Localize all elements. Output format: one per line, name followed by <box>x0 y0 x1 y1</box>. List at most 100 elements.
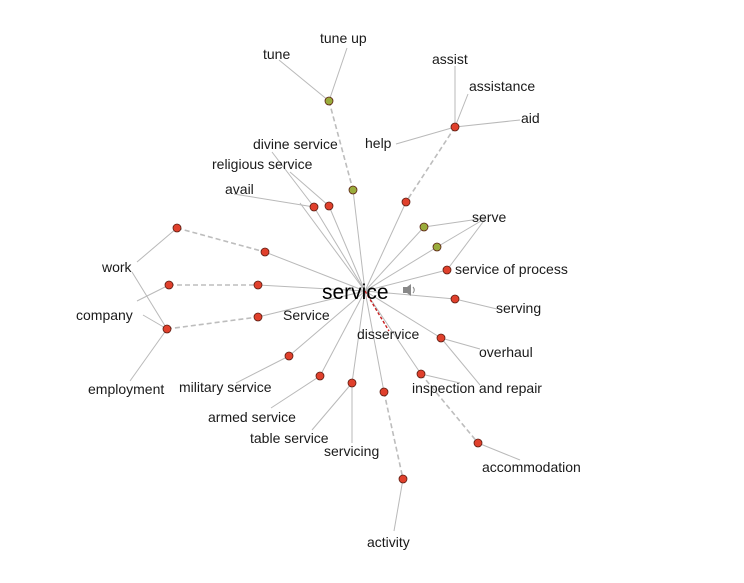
edge-35 <box>129 328 168 382</box>
node-tuneup[interactable] <box>324 96 334 106</box>
edge-18 <box>278 59 330 102</box>
node-emp2[interactable] <box>253 312 263 322</box>
word-service-cap[interactable]: Service <box>283 307 330 323</box>
edge-28 <box>436 217 487 248</box>
antonym-edge-disservice <box>364 290 390 332</box>
word-company[interactable]: company <box>76 307 133 323</box>
edge-23 <box>395 126 456 145</box>
word-servicing[interactable]: servicing <box>324 443 379 459</box>
edge-33 <box>142 314 168 330</box>
similar-edge-0 <box>328 100 354 191</box>
edge-25 <box>289 171 330 207</box>
node-work2[interactable] <box>260 247 270 257</box>
node-activity[interactable] <box>398 474 408 484</box>
edge-22 <box>454 119 521 128</box>
edge-5 <box>364 246 438 292</box>
similar-edge-6 <box>383 391 404 480</box>
node-comp2[interactable] <box>253 280 263 290</box>
word-serving[interactable]: serving <box>496 300 541 316</box>
node-serve2[interactable] <box>432 242 442 252</box>
word-aid[interactable]: aid <box>521 110 540 126</box>
edge-9 <box>257 284 366 292</box>
node-work1[interactable] <box>172 223 182 233</box>
node-relig[interactable] <box>324 201 334 211</box>
word-overhaul[interactable]: overhaul <box>479 344 533 360</box>
word-disservice[interactable]: disservice <box>357 326 419 342</box>
edge-3 <box>328 205 366 292</box>
similar-edge-2 <box>176 227 266 253</box>
word-work[interactable]: work <box>101 259 133 275</box>
edge-13 <box>319 290 366 377</box>
edge-11 <box>364 290 442 339</box>
similar-edge-5 <box>420 373 479 444</box>
node-comp1[interactable] <box>164 280 174 290</box>
speaker-icon[interactable] <box>403 284 415 296</box>
edge-27 <box>423 217 487 228</box>
word-service-of-process[interactable]: service of process <box>455 261 568 277</box>
graph-edges <box>129 47 521 532</box>
word-employment[interactable]: employment <box>88 381 164 397</box>
node-aid[interactable] <box>450 122 460 132</box>
word-religious-service[interactable]: religious service <box>212 156 313 172</box>
node-overhaul[interactable] <box>436 333 446 343</box>
edge-15 <box>364 290 385 393</box>
edge-17 <box>299 202 366 292</box>
word-tune[interactable]: tune <box>263 46 290 62</box>
edge-0 <box>352 189 366 292</box>
edge-34 <box>131 271 168 330</box>
edge-38 <box>235 355 290 384</box>
word-military-service[interactable]: military service <box>179 379 272 395</box>
node-table[interactable] <box>347 378 357 388</box>
edge-36 <box>440 337 481 350</box>
word-divine-service[interactable]: divine service <box>253 136 338 152</box>
node-serve1[interactable] <box>419 222 429 232</box>
edge-4 <box>364 226 425 292</box>
word-assist[interactable]: assist <box>432 51 468 67</box>
edge-29 <box>446 217 487 271</box>
edge-16 <box>364 290 422 375</box>
node-armed[interactable] <box>315 371 325 381</box>
node-tune2[interactable] <box>348 185 358 195</box>
node-divine[interactable] <box>309 202 319 212</box>
node-servicing[interactable] <box>379 387 389 397</box>
word-table-service[interactable]: table service <box>250 430 329 446</box>
node-accom[interactable] <box>473 438 483 448</box>
node-aid2[interactable] <box>401 197 411 207</box>
node-insp[interactable] <box>416 369 426 379</box>
edge-44 <box>393 478 404 532</box>
edge-32 <box>136 284 170 302</box>
word-serve[interactable]: serve <box>472 209 506 225</box>
edge-10 <box>257 290 366 318</box>
word-accommodation[interactable]: accommodation <box>482 459 581 475</box>
speaker-cone <box>407 284 411 296</box>
edge-12 <box>288 290 366 357</box>
word-inspection-and-repair[interactable]: inspection and repair <box>412 380 542 396</box>
edge-19 <box>328 47 348 102</box>
edge-21 <box>454 93 469 128</box>
word-avail[interactable]: avail <box>225 181 254 197</box>
similar-edge-1 <box>405 126 456 203</box>
word-activity[interactable]: activity <box>367 534 410 550</box>
edge-30 <box>454 298 498 310</box>
center-word-service[interactable]: service <box>322 281 389 304</box>
similar-edge-4 <box>166 316 259 330</box>
word-tune-up[interactable]: tune up <box>320 30 367 46</box>
edge-8 <box>264 251 366 292</box>
word-help[interactable]: help <box>365 135 392 151</box>
edge-24 <box>271 151 315 208</box>
edge-42 <box>420 373 461 384</box>
node-sop[interactable] <box>442 265 452 275</box>
edge-37 <box>440 337 481 386</box>
node-serving[interactable] <box>450 294 460 304</box>
edge-2 <box>313 206 366 292</box>
edge-43 <box>477 442 521 461</box>
word-armed-service[interactable]: armed service <box>208 409 296 425</box>
node-emp1[interactable] <box>162 324 172 334</box>
edge-40 <box>311 382 353 431</box>
edge-31 <box>136 227 178 263</box>
node-military[interactable] <box>284 351 294 361</box>
edge-6 <box>364 269 448 292</box>
word-assistance[interactable]: assistance <box>469 78 535 94</box>
